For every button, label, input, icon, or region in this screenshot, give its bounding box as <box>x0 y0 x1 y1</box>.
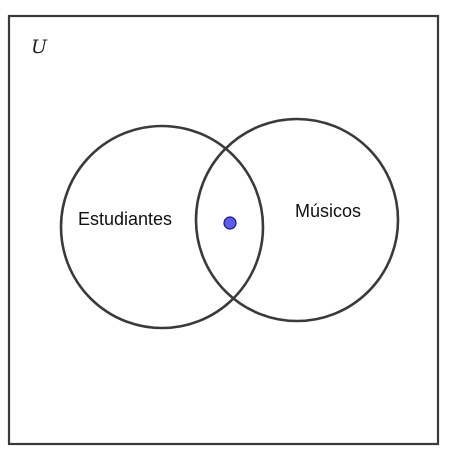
set-circle-musicos <box>194 117 400 323</box>
intersection-point <box>223 216 237 230</box>
set-label-estudiantes: Estudiantes <box>78 209 172 229</box>
universe-rectangle <box>7 14 440 446</box>
universe-label: U <box>31 36 48 58</box>
set-circle-estudiantes <box>59 124 265 330</box>
set-label-musicos: Músicos <box>295 201 361 221</box>
